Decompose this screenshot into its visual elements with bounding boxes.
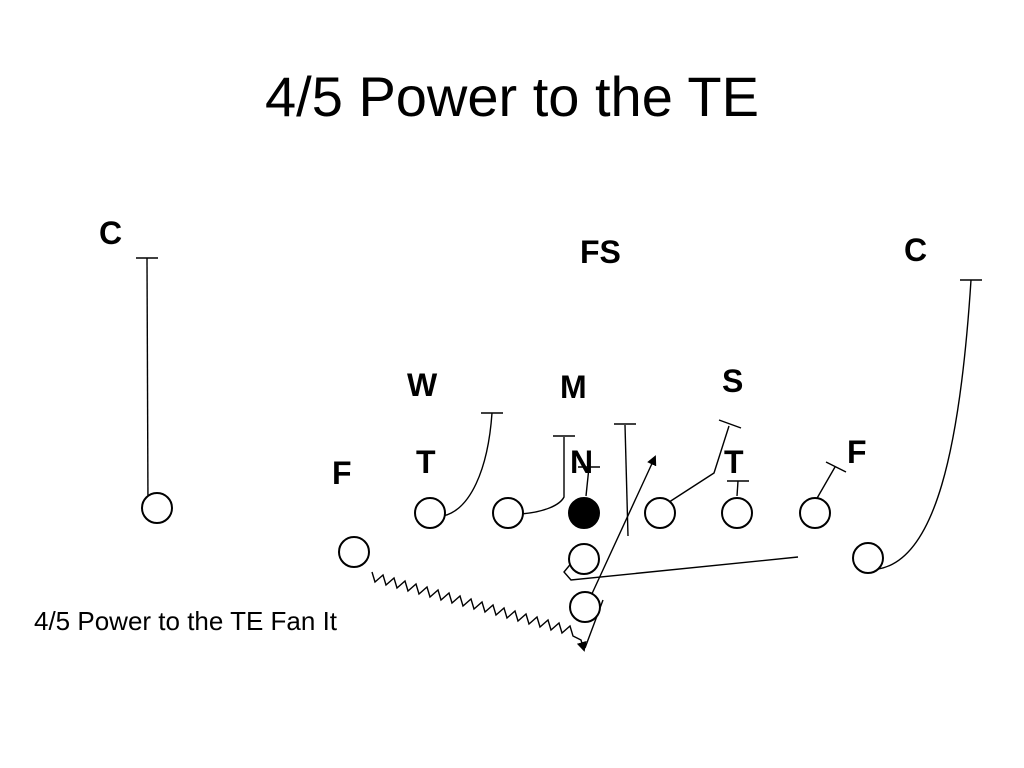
block-right-guard: [662, 419, 742, 507]
player-right-guard: [644, 497, 676, 529]
defender-mike-label: M: [560, 369, 587, 405]
block-left-tackle: [442, 412, 503, 517]
defender-nose-label: N: [570, 444, 593, 480]
player-quarterback: [568, 543, 600, 575]
block-flanker: [877, 279, 982, 570]
defender-will-label: W: [407, 367, 438, 403]
player-wing: [338, 536, 370, 568]
motion-zigzag-path: [371, 571, 587, 652]
ballcarrier-path: [589, 455, 657, 599]
slide-title: 4/5 Power to the TE: [265, 65, 759, 128]
defender-tackle-left-label: T: [416, 444, 436, 480]
block-tight-end: [815, 461, 847, 501]
defender-corner-left-label: C: [99, 215, 122, 251]
defender-sam-label: S: [722, 363, 743, 399]
block-split-end: [136, 257, 158, 511]
block-pulling-back: [614, 423, 636, 537]
defender-free-safety-label: FS: [580, 234, 621, 270]
player-tailback: [569, 591, 601, 623]
block-right-tackle: [727, 480, 749, 497]
player-split-end: [141, 492, 173, 524]
defender-corner-right-label: C: [904, 232, 927, 268]
player-left-guard: [492, 497, 524, 529]
defender-end-left-label: F: [332, 455, 352, 491]
player-right-tackle: [721, 497, 753, 529]
defender-tackle-right-label: T: [724, 444, 744, 480]
defender-end-right-label: F: [847, 434, 867, 470]
player-tight-end: [799, 497, 831, 529]
block-center: [578, 466, 600, 497]
player-flanker: [852, 542, 884, 574]
play-caption: 4/5 Power to the TE Fan It: [34, 606, 338, 636]
player-left-tackle: [414, 497, 446, 529]
player-center: [568, 497, 600, 529]
block-left-guard: [520, 435, 575, 515]
